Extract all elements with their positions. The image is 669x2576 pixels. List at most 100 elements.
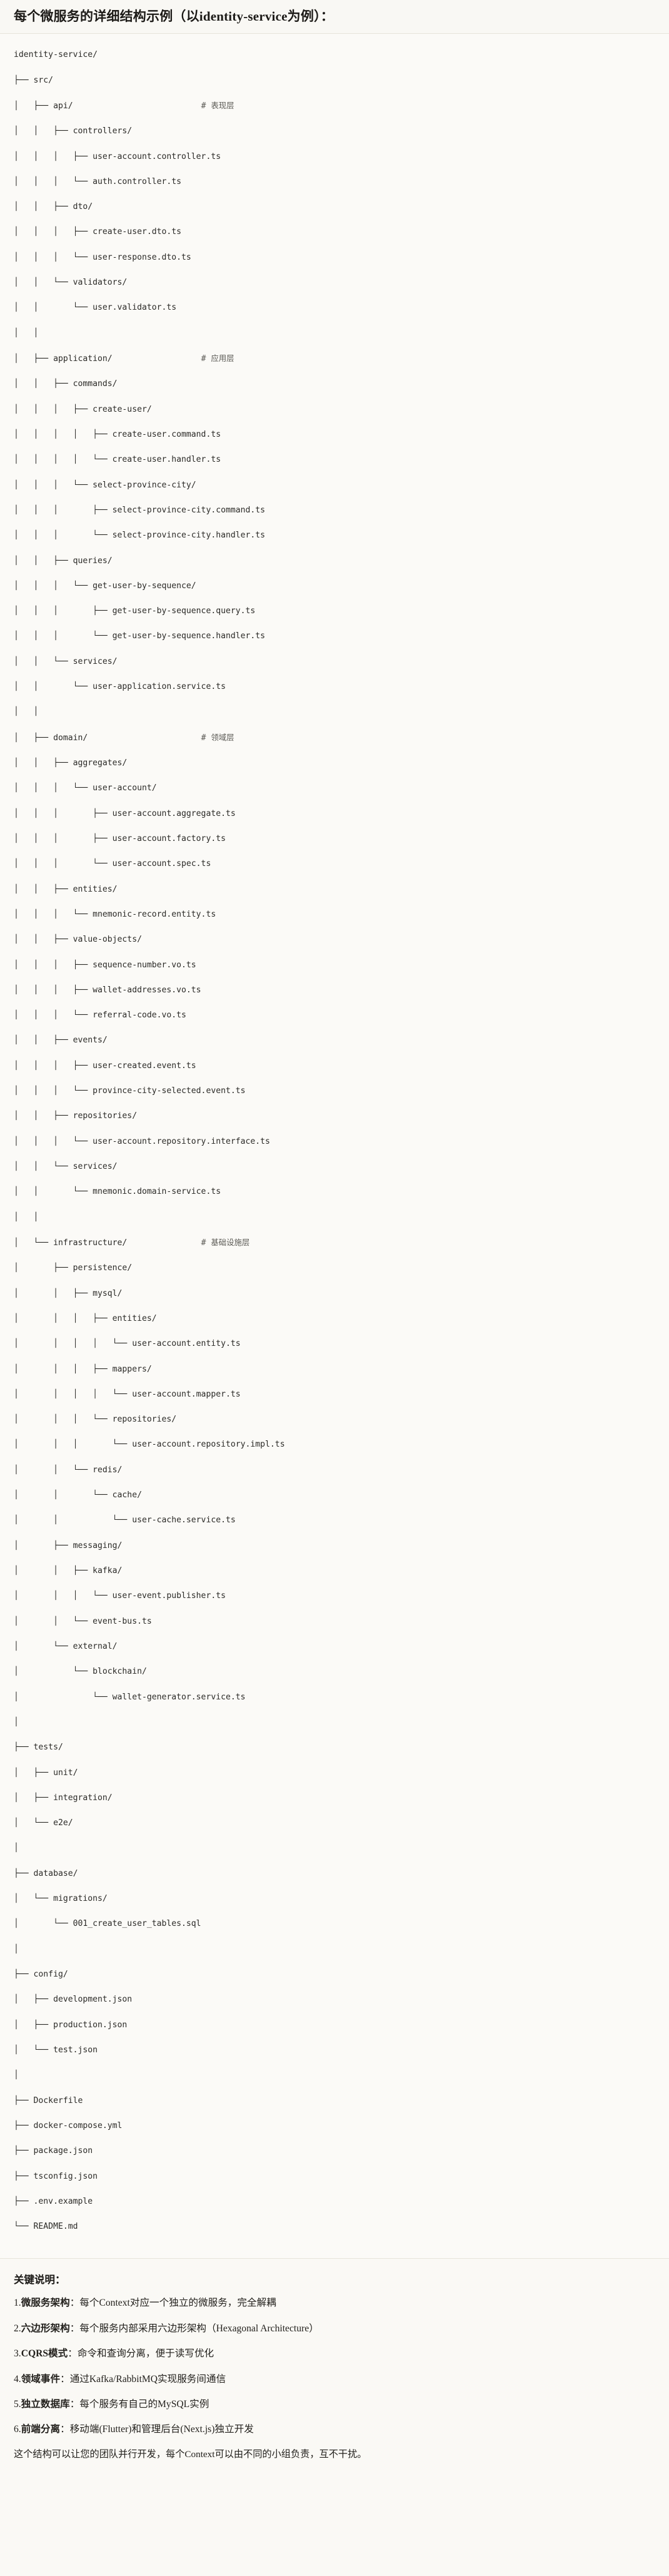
tree-line: │ │ └── services/ [14, 1162, 118, 1171]
note-number: 5. [14, 2399, 21, 2410]
tree-line: │ └── e2e/ [14, 1818, 73, 1828]
tree-line: ├── tsconfig.json [14, 2171, 98, 2181]
tree-line: │ │ │ ├── get-user-by-sequence.query.ts [14, 606, 256, 616]
directory-tree-block: identity-service/ ├── src/ │ ├── api/ # … [0, 34, 669, 2259]
tree-layer-comment: # 表现层 [201, 100, 234, 111]
note-number: 4. [14, 2373, 21, 2385]
tree-line: │ │ ├── queries/ [14, 556, 113, 566]
note-separator: ： [69, 2298, 80, 2309]
tree-layer-comment: # 基础设施层 [201, 1237, 250, 1248]
tree-line: │ [14, 1717, 19, 1727]
tree-layer-comment-label: 基础设施层 [211, 1237, 250, 1247]
tree-line: │ └── test.json [14, 2045, 98, 2055]
tree-line: │ │ │ └── get-user-by-sequence/ [14, 581, 196, 591]
note-separator: ： [69, 2399, 80, 2410]
tree-line: ├── config/ [14, 1970, 68, 1979]
tree-line: ├── src/ [14, 75, 54, 85]
tree-layer-comment-label: 表现层 [211, 100, 234, 110]
tree-line: │ │ └── validators/ [14, 278, 128, 288]
tree-line: │ │ │ ├── entities/ [14, 1313, 157, 1323]
tree-line: │ │ [14, 1212, 39, 1222]
tree-line: │ │ │ └── select-province-city/ [14, 480, 196, 490]
tree-line: │ │ ├── controllers/ [14, 126, 133, 136]
note-separator: ： [69, 2323, 80, 2334]
tree-line: │ └── wallet-generator.service.ts [14, 1692, 246, 1702]
note-separator: ： [60, 2424, 70, 2435]
tree-line: │ └── infrastructure/ # 基础设施层 [14, 1237, 250, 1248]
tree-line: │ ├── messaging/ [14, 1540, 123, 1550]
tree-line: │ [14, 1843, 19, 1853]
tree-line: │ ├── persistence/ [14, 1263, 133, 1273]
tree-line: │ ├── development.json [14, 1995, 133, 2005]
tree-line: │ ├── production.json [14, 2020, 128, 2030]
tree-line: │ │ ├── repositories/ [14, 1111, 138, 1121]
tree-line: │ │ │ └── mnemonic-record.entity.ts [14, 909, 216, 919]
tree-line: ├── database/ [14, 1868, 78, 1878]
note-term: 六边形架构 [21, 2323, 70, 2334]
tree-line: │ │ [14, 328, 39, 338]
tree-line: │ ├── domain/ # 领域层 [14, 732, 234, 743]
tree-line: │ │ │ ├── select-province-city.command.t… [14, 505, 266, 515]
tree-line: │ │ └── services/ [14, 656, 118, 666]
tree-line: │ │ ├── commands/ [14, 379, 118, 389]
note-number: 3. [14, 2348, 21, 2360]
tree-line: │ │ │ └── referral-code.vo.ts [14, 1011, 186, 1021]
tree-line: │ └── blockchain/ [14, 1667, 147, 1677]
note-term: CQRS模式 [21, 2348, 68, 2360]
tree-line: │ │ │ │ └── user-account.entity.ts [14, 1339, 241, 1349]
tree-line: │ │ │ ├── wallet-addresses.vo.ts [14, 985, 201, 995]
tree-line: │ ├── application/ # 应用层 [14, 354, 234, 364]
note-term: 微服务架构 [21, 2298, 70, 2309]
tree-line: │ [14, 1944, 19, 1954]
tree-line: │ │ ├── events/ [14, 1036, 108, 1046]
tree-line: │ │ │ ├── user-account.aggregate.ts [14, 808, 236, 818]
tree-layer-comment-label: 领域层 [211, 732, 234, 742]
tree-line: │ │ ├── kafka/ [14, 1566, 123, 1576]
note-item: 2.六边形架构：每个服务内部采用六边形架构（Hexagonal Architec… [14, 2321, 655, 2336]
tree-layer-comment: # 领域层 [201, 732, 234, 743]
tree-line: │ │ └── mnemonic.domain-service.ts [14, 1187, 221, 1197]
tree-line: │ │ │ │ └── user-account.mapper.ts [14, 1389, 241, 1399]
note-description: 每个服务内部采用六边形架构（Hexagonal Architecture） [79, 2323, 319, 2334]
note-separator: ： [60, 2373, 70, 2385]
tree-line: └── README.md [14, 2222, 78, 2232]
tree-line: │ │ ├── value-objects/ [14, 935, 142, 945]
tree-line: │ │ │ │ ├── create-user.command.ts [14, 429, 221, 439]
tree-line: │ └── migrations/ [14, 1894, 108, 1904]
tree-line: │ │ │ └── user-account/ [14, 783, 157, 793]
page-title: 每个微服务的详细结构示例（以identity-service为例）： [14, 9, 334, 24]
tree-line: │ │ ├── dto/ [14, 202, 93, 212]
tree-line: ├── docker-compose.yml [14, 2120, 123, 2131]
note-description: 每个Context对应一个独立的微服务，完全解耦 [79, 2298, 276, 2309]
tree-line: identity-service/ [14, 50, 98, 60]
tree-line: │ [14, 2070, 19, 2080]
tree-line: │ │ ├── entities/ [14, 884, 118, 894]
tree-line: ├── .env.example [14, 2196, 93, 2206]
closing-paragraph: 这个结构可以让您的团队并行开发，每个Context可以由不同的小组负责，互不干扰… [14, 2448, 367, 2460]
tree-line: │ │ ├── aggregates/ [14, 758, 128, 768]
note-item: 3.CQRS模式：命令和查询分离，便于读写优化 [14, 2346, 655, 2361]
tree-line: │ │ └── redis/ [14, 1465, 123, 1475]
tree-line: │ │ └── cache/ [14, 1490, 142, 1500]
note-number: 6. [14, 2424, 21, 2435]
document-page: 每个微服务的详细结构示例（以identity-service为例）： ident… [0, 9, 669, 2472]
directory-tree: identity-service/ ├── src/ │ ├── api/ # … [14, 49, 655, 2246]
tree-line: │ └── 001_create_user_tables.sql [14, 1919, 201, 1929]
tree-line: │ │ │ └── user-account.repository.impl.t… [14, 1440, 285, 1450]
note-item: 5.独立数据库：每个服务有自己的MySQL实例 [14, 2397, 655, 2411]
tree-line: │ │ ├── mysql/ [14, 1288, 123, 1298]
tree-line: │ │ │ └── province-city-selected.event.t… [14, 1086, 246, 1096]
tree-line: ├── tests/ [14, 1743, 63, 1753]
tree-line: │ │ [14, 707, 39, 717]
tree-line: │ │ └── user-application.service.ts [14, 682, 226, 692]
tree-line: │ │ └── user.validator.ts [14, 303, 177, 313]
tree-line: │ ├── api/ # 表现层 [14, 100, 234, 111]
tree-line: │ │ └── event-bus.ts [14, 1616, 152, 1626]
tree-line: │ │ │ │ └── create-user.handler.ts [14, 455, 221, 465]
note-number: 1. [14, 2298, 21, 2309]
tree-layer-comment-label: 应用层 [211, 354, 234, 363]
tree-line: │ │ │ ├── create-user.dto.ts [14, 227, 182, 237]
tree-line: │ │ │ ├── create-user/ [14, 404, 152, 414]
